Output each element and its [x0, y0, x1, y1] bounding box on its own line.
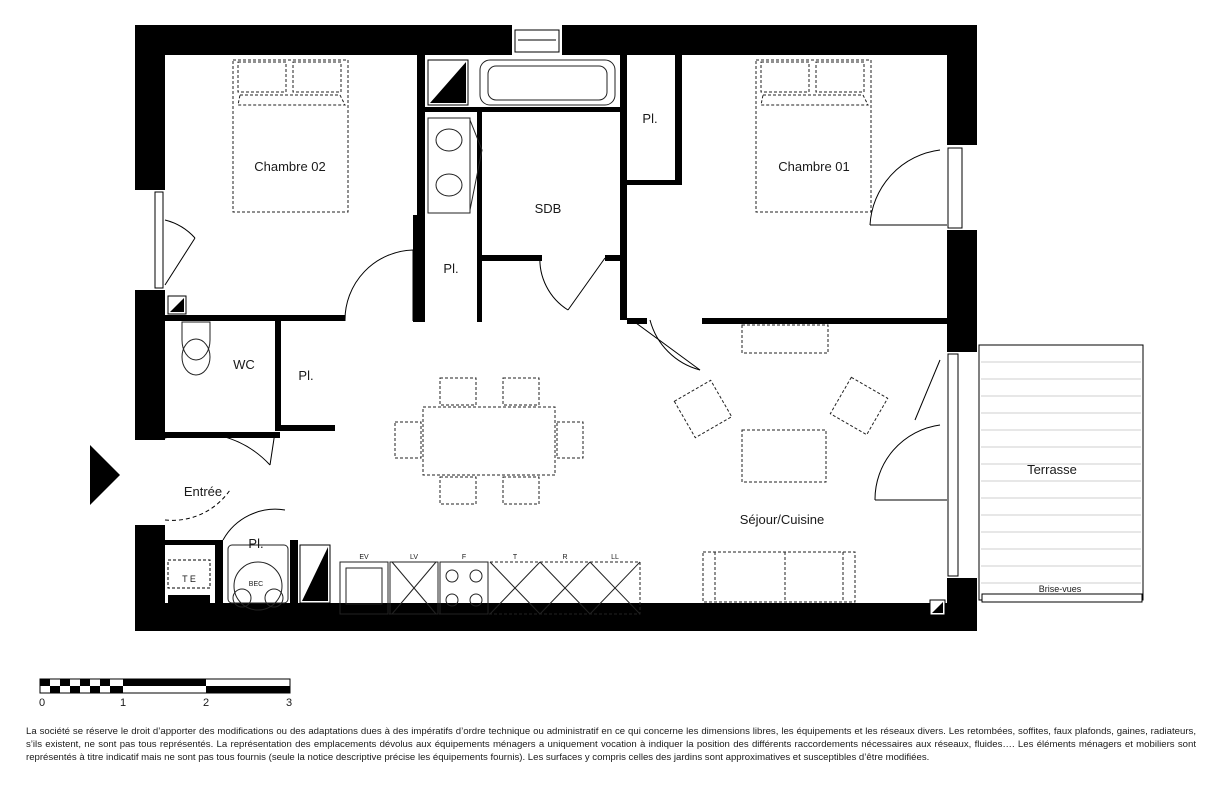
dining-table: [422, 406, 556, 476]
west-wall-top: [135, 25, 165, 190]
window-chambre01: [947, 147, 963, 229]
lv-label: LV: [410, 554, 418, 561]
room-label-wc: WC: [233, 357, 255, 372]
tv-unit: [741, 324, 829, 354]
room-label-terrasse: Terrasse: [1027, 462, 1077, 477]
te-label: T E: [182, 574, 196, 584]
toilet: [181, 321, 211, 361]
door-chambre02: [344, 249, 414, 322]
four: [439, 561, 489, 615]
bec-label: BEC: [249, 581, 263, 588]
scale-tick: 1: [120, 697, 126, 709]
small-symbols: [167, 59, 946, 616]
placard-label: Pl.: [642, 111, 657, 126]
interior-walls: [165, 55, 947, 603]
door-wc: [164, 432, 271, 466]
window-chambre02: [154, 191, 164, 289]
scale-bar: 0 1 2 3: [39, 678, 292, 709]
placard-label: Pl.: [298, 368, 313, 383]
east-wall-mid: [947, 230, 977, 352]
armchair: [673, 379, 733, 439]
placard-label: Pl.: [248, 536, 263, 551]
f-label: F: [462, 554, 466, 561]
scale-tick: 2: [203, 697, 209, 709]
scale-tick: 3: [286, 697, 292, 709]
ll-label: LL: [611, 554, 619, 561]
door-terrasse: [874, 424, 941, 501]
kitchen: [339, 561, 641, 615]
furniture: [232, 59, 889, 603]
door-chambre01: [869, 149, 941, 226]
terrasse: [978, 344, 1144, 603]
placard-label: Pl.: [443, 261, 458, 276]
r-label: R: [562, 554, 567, 561]
bed-chambre01: [755, 59, 872, 213]
chair: [439, 476, 477, 505]
scale-tick: 0: [39, 697, 45, 709]
coffee-table: [741, 429, 827, 483]
south-wall: [135, 603, 977, 631]
chair: [502, 377, 540, 406]
chair: [394, 421, 422, 459]
door-entree: [164, 489, 231, 521]
west-wall-mid: [135, 290, 165, 440]
t-label: T: [513, 554, 518, 561]
armchair: [829, 376, 889, 436]
bed-chambre02: [232, 59, 349, 213]
vanity: [427, 117, 471, 214]
chair: [502, 476, 540, 505]
sink: [435, 173, 463, 197]
windows: [154, 29, 963, 577]
floor-plan: Chambre 02 Chambre 01 SDB WC Entrée Séjo…: [39, 25, 1144, 709]
room-label-chambre01: Chambre 01: [778, 159, 850, 174]
east-wall-bottom: [947, 578, 977, 631]
room-label-sejour: Séjour/Cuisine: [740, 512, 825, 527]
lave-vaisselle: [389, 561, 439, 615]
ev-label: EV: [359, 554, 369, 561]
brise-vues: [981, 593, 1143, 603]
doors: [164, 149, 947, 541]
sink: [435, 128, 463, 152]
door-sejour-hall: [649, 319, 701, 371]
chair: [556, 421, 584, 459]
evier: [339, 561, 389, 615]
boiler: [233, 561, 283, 611]
disclaimer-text: La société se réserve le droit d’apporte…: [26, 726, 1196, 763]
sofa: [702, 551, 856, 603]
baie-sejour: [947, 353, 959, 577]
window-north: [514, 29, 560, 53]
room-label-chambre02: Chambre 02: [254, 159, 326, 174]
door-sdb: [539, 254, 569, 311]
chair: [439, 377, 477, 406]
room-label-entree: Entrée: [184, 484, 222, 499]
room-label-sdb: SDB: [535, 201, 562, 216]
east-wall-top: [947, 25, 977, 145]
bathtub: [479, 59, 616, 106]
brise-vues-label: Brise-vues: [1039, 584, 1082, 594]
entry-arrow-icon: [90, 445, 120, 505]
bathroom-fixtures: [181, 59, 616, 611]
